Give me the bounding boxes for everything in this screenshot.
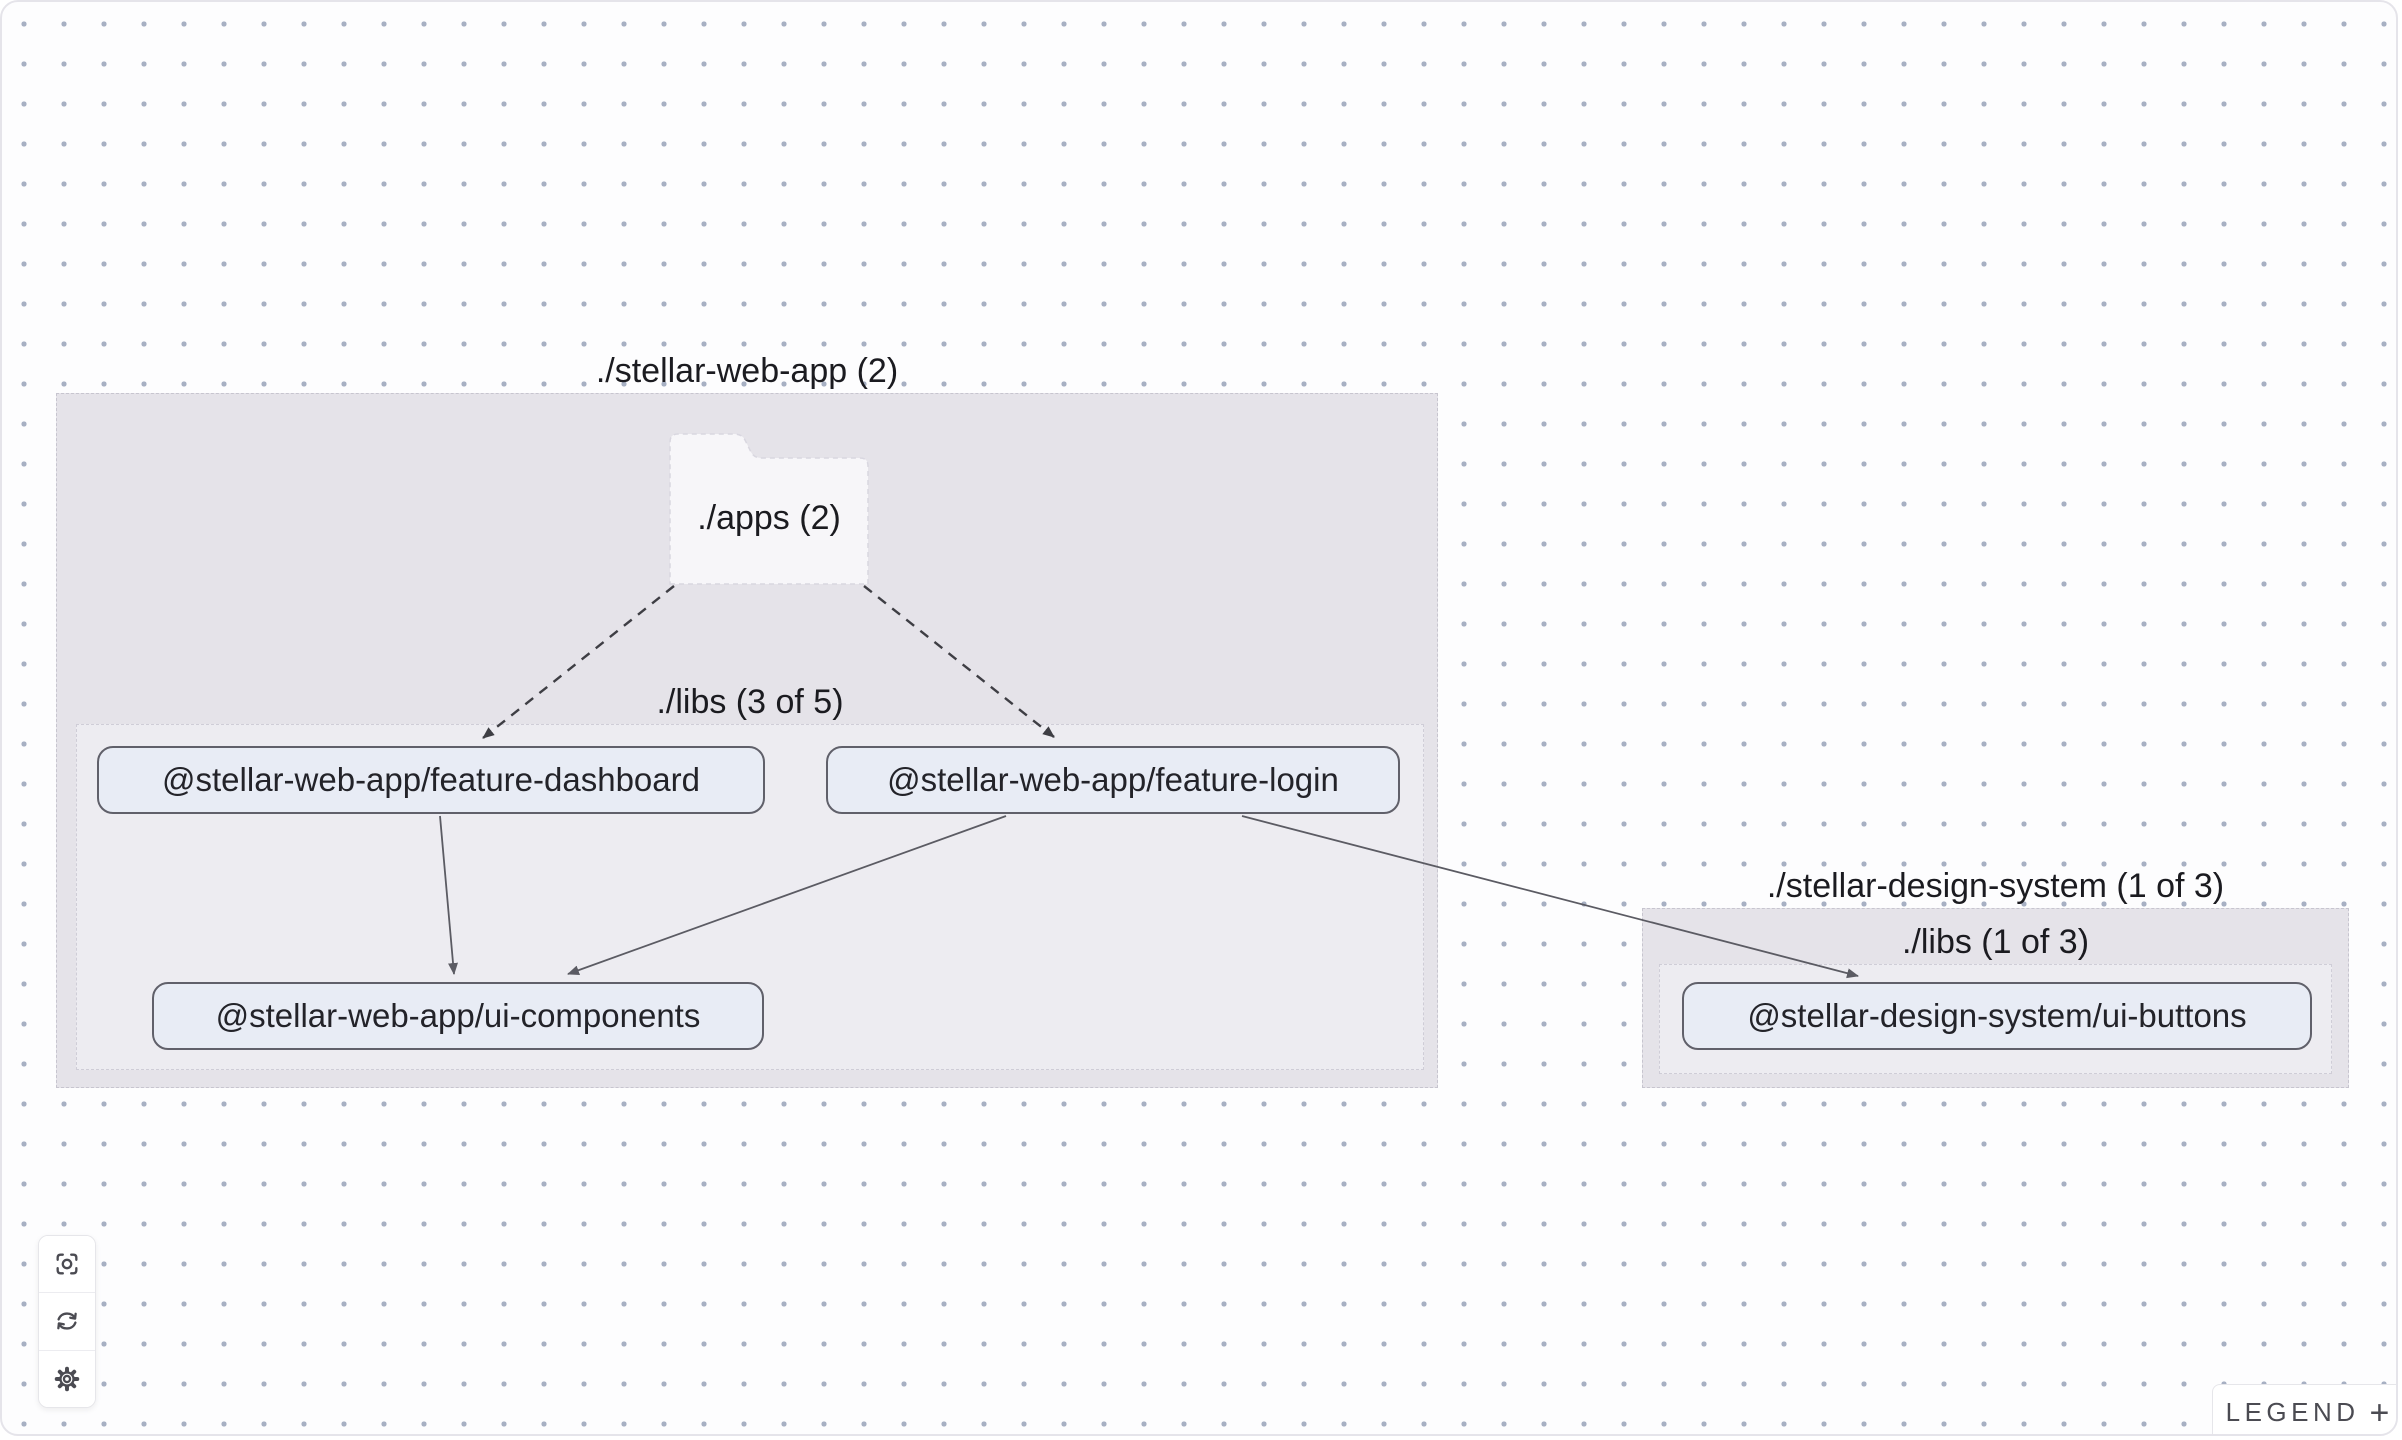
refresh-icon bbox=[57, 1312, 77, 1331]
refresh-button[interactable] bbox=[39, 1293, 95, 1351]
node-ui-components[interactable]: @stellar-web-app/ui-components bbox=[152, 982, 764, 1050]
subgroup-web-app-libs-title: ./libs (3 of 5) bbox=[656, 683, 844, 721]
group-stellar-web-app-title: ./stellar-web-app (2) bbox=[595, 352, 899, 390]
node-feature-dashboard[interactable]: @stellar-web-app/feature-dashboard bbox=[97, 746, 765, 814]
settings-button[interactable] bbox=[39, 1350, 95, 1407]
folder-icon bbox=[669, 433, 869, 585]
focus-icon bbox=[56, 1253, 78, 1275]
group-stellar-design-system-title: ./stellar-design-system (1 of 3) bbox=[1766, 867, 2225, 905]
graph-toolbar bbox=[38, 1235, 96, 1408]
subgroup-design-system-libs-title: ./libs (1 of 3) bbox=[1901, 923, 2090, 961]
focus-button[interactable] bbox=[39, 1236, 95, 1294]
legend-label: LEGEND bbox=[2225, 1397, 2360, 1427]
node-ui-buttons[interactable]: @stellar-design-system/ui-buttons bbox=[1682, 982, 2312, 1050]
plus-icon: + bbox=[2369, 1393, 2390, 1432]
folder-node-apps[interactable]: ./apps (2) bbox=[697, 499, 841, 537]
legend-button[interactable]: LEGEND + bbox=[2212, 1384, 2396, 1434]
settings-icon bbox=[54, 1366, 80, 1392]
node-feature-login[interactable]: @stellar-web-app/feature-login bbox=[826, 746, 1400, 814]
